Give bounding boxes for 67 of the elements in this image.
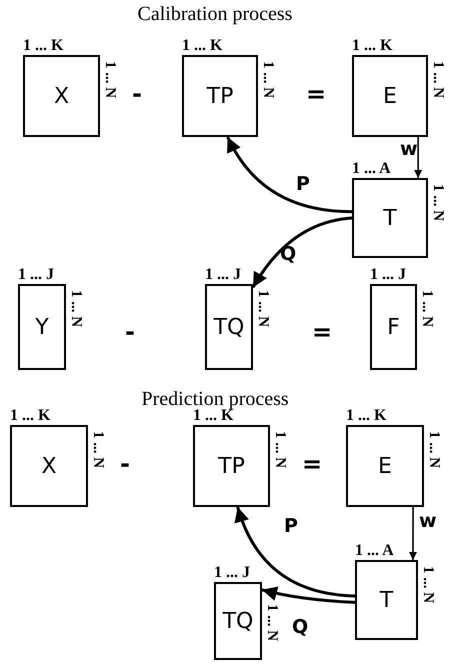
column-index-label: 1 ... J — [370, 267, 406, 283]
column-index-label: 1 ... J — [18, 267, 54, 283]
matrix-symbol: TQ — [222, 608, 254, 634]
column-index-label: 1 ... K — [182, 38, 222, 54]
arrow — [414, 137, 422, 178]
operator-sign: = — [306, 80, 326, 108]
matrix-symbol: E — [378, 454, 392, 478]
arrow — [408, 507, 417, 560]
matrix-box — [10, 425, 88, 507]
section-heading: Prediction process — [142, 388, 289, 410]
row-index-label: 1 ... N — [266, 604, 278, 642]
operator-sign: - — [120, 450, 130, 478]
arrow — [226, 136, 352, 214]
section-heading: Calibration process — [138, 3, 292, 26]
operator-sign: - — [125, 318, 135, 346]
row-index-label: 1 ... N — [432, 184, 444, 222]
matrix-symbol: F — [387, 314, 400, 340]
row-index-label: 1 ... N — [257, 290, 269, 328]
arrow — [262, 586, 356, 604]
row-index-label: 1 ... N — [428, 431, 440, 468]
matrix-box — [205, 284, 253, 370]
row-index-label: 1 ... N — [432, 61, 444, 98]
matrix-symbol: E — [383, 84, 397, 108]
matrix-symbol: TP — [218, 454, 245, 478]
matrix-symbol: T — [380, 588, 394, 612]
matrix-symbol: TP — [206, 84, 234, 108]
matrix-box — [370, 284, 417, 370]
matrix-box — [346, 425, 424, 507]
arrow — [235, 506, 356, 598]
matrix-symbol: T — [383, 206, 397, 230]
row-index-label: 1 ... N — [274, 431, 286, 468]
column-index-label: 1 ... A — [352, 161, 391, 177]
matrix-box — [352, 178, 428, 258]
edge-label: w — [400, 139, 418, 159]
matrix-box — [23, 55, 100, 137]
operator-sign: = — [312, 318, 332, 346]
column-index-label: 1 ... K — [346, 408, 386, 424]
row-index-label: 1 ... N — [70, 290, 82, 328]
row-index-label: 1 ... N — [262, 61, 274, 98]
edge-label: P — [284, 516, 298, 536]
edge-label: P — [296, 174, 310, 194]
arrow — [252, 216, 352, 288]
matrix-box — [352, 55, 428, 137]
matrix-symbol: Y — [35, 314, 49, 340]
matrix-symbol: X — [54, 84, 70, 108]
matrix-symbol: TQ — [214, 314, 244, 340]
column-index-label: 1 ... K — [352, 38, 392, 54]
column-index-label: 1 ... K — [23, 38, 64, 54]
column-index-label: 1 ... K — [10, 408, 50, 424]
row-index-label: 1 ... N — [92, 431, 104, 468]
operator-sign: - — [132, 80, 142, 108]
edge-label: w — [419, 511, 437, 531]
row-index-label: 1 ... N — [104, 61, 116, 98]
edge-label: Q — [292, 617, 308, 637]
row-index-label: 1 ... N — [421, 290, 433, 328]
matrix-box — [18, 284, 66, 370]
matrix-box — [182, 55, 258, 137]
matrix-symbol: X — [41, 454, 57, 478]
column-index-label: 1 ... J — [205, 267, 241, 283]
column-index-label: 1 ... J — [214, 565, 250, 581]
matrix-box — [214, 582, 262, 660]
column-index-label: 1 ... A — [355, 543, 394, 559]
operator-sign: = — [302, 450, 322, 478]
matrix-box — [193, 425, 270, 507]
row-index-label: 1 ... N — [422, 566, 434, 604]
column-index-label: 1 ... K — [193, 408, 234, 424]
matrix-box — [355, 560, 418, 640]
